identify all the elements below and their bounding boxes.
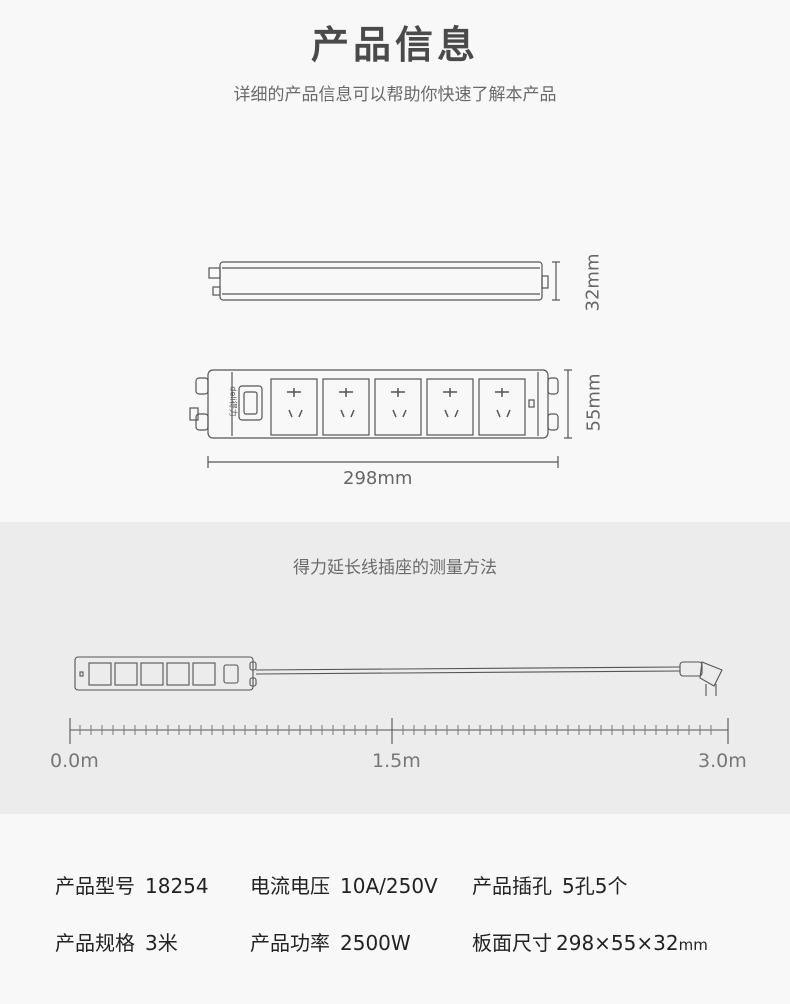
measurement-title: 得力延长线插座的测量方法 bbox=[293, 558, 497, 578]
spec-key: 电流电压 bbox=[250, 874, 330, 898]
spec-value: 2500W bbox=[340, 931, 411, 955]
spec-key: 板面尺寸 bbox=[472, 931, 552, 955]
scale-mid-label: 1.5m bbox=[372, 750, 421, 772]
page-subtitle: 详细的产品信息可以帮助你快速了解本产品 bbox=[233, 85, 557, 105]
height-dimension-label: 32mm bbox=[582, 253, 604, 312]
measurement-section bbox=[0, 522, 790, 814]
page-title: 产品信息 bbox=[310, 23, 479, 67]
spec-sockets: 产品插孔 5孔5个 bbox=[472, 870, 627, 899]
spec-voltage: 电流电压 10A/250V bbox=[250, 870, 438, 899]
top-view-drawing bbox=[189, 369, 572, 468]
spec-value: 10A/250V bbox=[340, 874, 438, 898]
brand-logo: deli得力 bbox=[228, 386, 238, 417]
spec-value: 3米 bbox=[145, 931, 178, 955]
product-dimension-drawing bbox=[189, 261, 572, 468]
spec-length: 产品规格 3米 bbox=[55, 927, 178, 956]
scale-end-label: 3.0m bbox=[698, 750, 747, 772]
width-dimension-label: 55mm bbox=[583, 373, 605, 432]
side-view-drawing bbox=[208, 261, 560, 301]
scale-start-label: 0.0m bbox=[50, 750, 99, 772]
spec-value: 18254 bbox=[145, 874, 209, 898]
measurement-drawing bbox=[69, 656, 729, 744]
outlet-row bbox=[270, 378, 526, 436]
spec-key: 产品插孔 bbox=[472, 874, 552, 898]
spec-key: 产品功率 bbox=[250, 931, 330, 955]
spec-unit: mm bbox=[678, 936, 708, 954]
length-dimension-label: 298mm bbox=[343, 468, 413, 489]
spec-model: 产品型号 18254 bbox=[55, 870, 209, 899]
ruler-ticks bbox=[79, 725, 712, 735]
spec-key: 产品型号 bbox=[55, 874, 135, 898]
spec-key: 产品规格 bbox=[55, 931, 135, 955]
spec-power: 产品功率 2500W bbox=[250, 927, 411, 956]
spec-value: 298×55×32 bbox=[556, 931, 679, 955]
spec-value: 5孔5个 bbox=[562, 874, 628, 898]
